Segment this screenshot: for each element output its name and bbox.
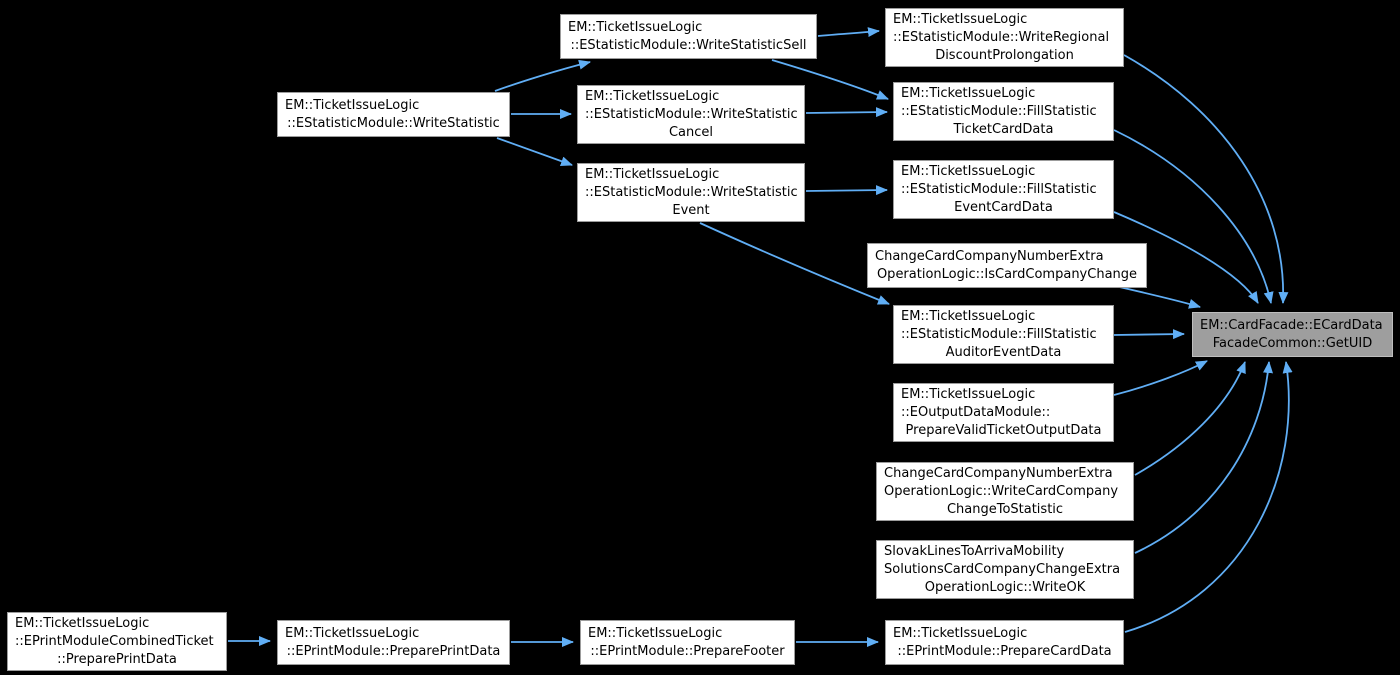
node-label-line: Event (672, 202, 710, 218)
node-fillstatisticauditoreventdata[interactable]: EM::TicketIssueLogic ::EStatisticModule:… (893, 305, 1114, 364)
node-label-line: EM::TicketIssueLogic (893, 11, 1028, 27)
node-writestatisticsell[interactable]: EM::TicketIssueLogic ::EStatisticModule:… (560, 14, 817, 59)
node-preparepnd-combinedticket[interactable]: EM::TicketIssueLogic ::EPrintModuleCombi… (7, 612, 227, 671)
node-preparepnd[interactable]: EM::TicketIssueLogic ::EPrintModule::Pre… (277, 620, 510, 665)
node-preparecarddata[interactable]: EM::TicketIssueLogic ::EPrintModule::Pre… (885, 620, 1124, 665)
edge-writestatisticsell-to-fillstatisticticketcarddata (771, 59, 889, 100)
edge-writestatisticcancel-to-fillstatisticticketcarddata (805, 107, 888, 118)
node-label-line: ::EPrintModule::PreparePrintData (286, 643, 501, 659)
node-slovaklineswriteok[interactable]: SlovakLinesToArrivaMobility SolutionsCar… (876, 540, 1134, 599)
node-label-line: EventCardData (954, 199, 1053, 215)
edge-writecardcompanychangetostatistic-to-getuid (1134, 361, 1246, 476)
node-label-line: ::EStatisticModule::FillStatistic (901, 326, 1097, 342)
node-label-line: EM::TicketIssueLogic (901, 85, 1036, 101)
edge-writestatisticevent-to-fillstatisticauditoreventdata (699, 222, 890, 305)
node-label-line: EM::TicketIssueLogic (285, 625, 420, 641)
node-label-line: ChangeCardCompanyNumberExtra (884, 465, 1113, 481)
node-label-line: OperationLogic::IsCardCompanyChange (876, 266, 1138, 282)
node-label-line: FacadeCommon::GetUID (1212, 335, 1373, 351)
node-label-line: EM::TicketIssueLogic (893, 625, 1028, 641)
edge-iscardcompanychange-to-getuid (1114, 285, 1201, 309)
edge-fillstatisticticketcarddata-to-getuid (1113, 129, 1274, 304)
node-label-line: ChangeCardCompanyNumberExtra (875, 248, 1104, 264)
node-label-line: ::EStatisticModule::WriteStatistic (287, 115, 500, 131)
node-label-line: ::EOutputDataModule:: (901, 404, 1051, 420)
node-getuid-target: EM::CardFacade::ECardData FacadeCommon::… (1192, 312, 1393, 357)
node-label-line: AuditorEventData (945, 344, 1062, 360)
edge-slovaklineswriteok-to-getuid (1134, 361, 1273, 554)
node-label-line: EM::TicketIssueLogic (901, 308, 1036, 324)
node-label-line: ::EStatisticModule::WriteRegional (893, 29, 1110, 45)
node-label-line: ChangeToStatistic (946, 501, 1064, 517)
node-fillstatisticticketcarddata[interactable]: EM::TicketIssueLogic ::EStatisticModule:… (893, 82, 1114, 141)
node-label-line: OperationLogic::WriteCardCompany (884, 483, 1119, 499)
edge-fillstatisticeventcarddata-to-getuid (1113, 211, 1259, 304)
node-label-line: EM::TicketIssueLogic (588, 625, 723, 641)
edge-writestatistic-to-writestatisticevent (496, 137, 573, 166)
node-label-line: Cancel (668, 124, 714, 140)
node-label-line: DiscountProlongation (935, 47, 1074, 63)
node-preparevalidticketoutputdata[interactable]: EM::TicketIssueLogic ::EOutputDataModule… (893, 383, 1114, 442)
node-writestatisticcancel[interactable]: EM::TicketIssueLogic ::EStatisticModule:… (577, 85, 805, 144)
edge-writestatisticsell-to-writeregional (817, 27, 880, 38)
node-label-line: EM::TicketIssueLogic (585, 88, 720, 104)
node-label-line: EM::TicketIssueLogic (901, 163, 1036, 179)
node-label-line: EM::TicketIssueLogic (15, 615, 150, 631)
node-label-line: ::PreparePrintData (57, 651, 177, 667)
edge-fillstatisticauditoreventdata-to-getuid (1113, 329, 1185, 340)
node-preparefooter[interactable]: EM::TicketIssueLogic ::EPrintModule::Pre… (580, 620, 795, 665)
node-label-line: ::EPrintModule::PrepareFooter (590, 643, 785, 659)
node-label-line: SlovakLinesToArrivaMobility (884, 543, 1065, 559)
node-label-line: ::EPrintModule::PrepareCardData (897, 643, 1112, 659)
node-writestatistic[interactable]: EM::TicketIssueLogic ::EStatisticModule:… (277, 92, 510, 137)
node-label-line: EM::TicketIssueLogic (285, 97, 420, 113)
node-writecardcompanychangetostatistic[interactable]: ChangeCardCompanyNumberExtra OperationLo… (876, 462, 1134, 521)
edge-preparecarddata-to-getuid (1124, 361, 1293, 633)
node-label-line: EM::TicketIssueLogic (901, 386, 1036, 402)
node-label-line: EM::CardFacade::ECardData (1200, 317, 1383, 333)
node-label-line: SolutionsCardCompanyChangeExtra (884, 561, 1121, 577)
edge-preparevalidticketoutputdata-to-getuid (1113, 360, 1208, 396)
edge-writestatisticevent-to-fillstatisticeventcarddata (805, 185, 888, 196)
node-label-line: ::EStatisticModule::WriteStatisticSell (570, 37, 807, 53)
node-label-line: ::EStatisticModule::FillStatistic (901, 181, 1097, 197)
node-label-line: ::EStatisticModule::WriteStatistic (585, 184, 798, 200)
node-iscardcompanychange[interactable]: ChangeCardCompanyNumberExtra OperationLo… (867, 243, 1147, 288)
edge-writeregional-to-getuid (1123, 54, 1289, 304)
node-label-line: ::EStatisticModule::FillStatistic (901, 103, 1097, 119)
node-label-line: EM::TicketIssueLogic (585, 166, 720, 182)
node-writeregionaldiscountprolongation[interactable]: EM::TicketIssueLogic ::EStatisticModule:… (885, 8, 1124, 67)
node-label-line: OperationLogic::WriteOK (924, 579, 1086, 595)
node-label-line: EM::TicketIssueLogic (568, 19, 703, 35)
node-label-line: ::EStatisticModule::WriteStatistic (585, 106, 798, 122)
node-writestatisticevent[interactable]: EM::TicketIssueLogic ::EStatisticModule:… (577, 163, 805, 222)
node-fillstatisticeventcarddata[interactable]: EM::TicketIssueLogic ::EStatisticModule:… (893, 160, 1114, 219)
edge-writestatistic-to-writestatisticsell (494, 59, 591, 92)
node-label-line: PrepareValidTicketOutputData (905, 422, 1102, 438)
node-label-line: ::EPrintModuleCombinedTicket (15, 633, 214, 649)
node-label-line: TicketCardData (953, 121, 1054, 137)
